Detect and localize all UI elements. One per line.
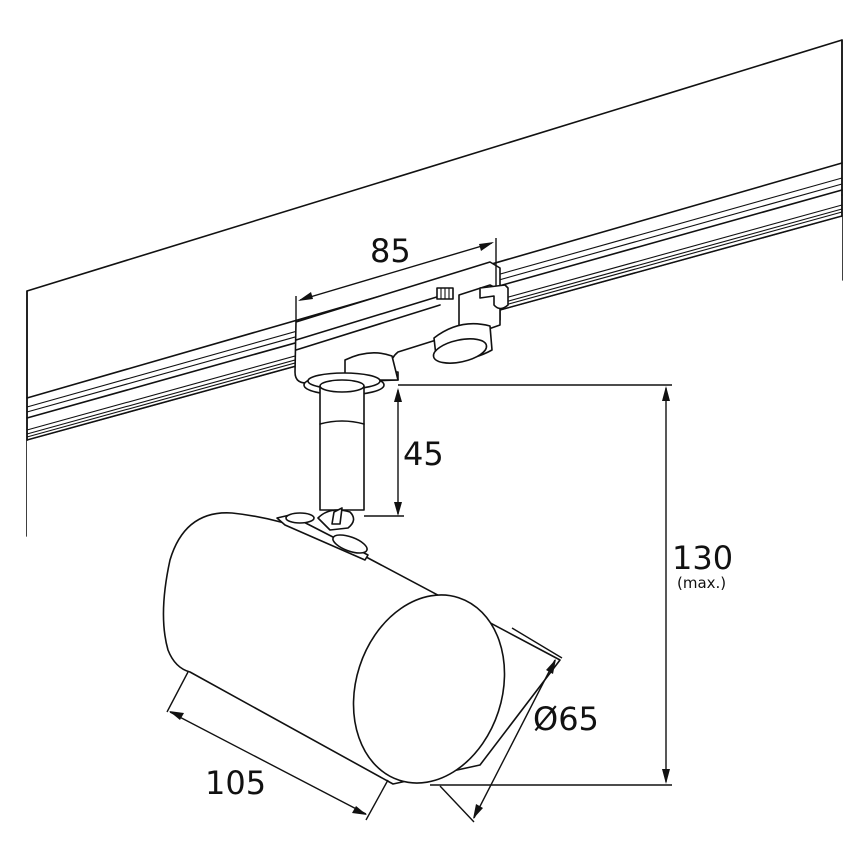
dimension-label-45: 45 — [403, 435, 444, 473]
stem — [319, 379, 365, 511]
dimension-label-130: 130 — [672, 539, 733, 577]
adapter-ribs — [436, 287, 454, 300]
dimension-total-height: 130 (max.) — [398, 384, 733, 786]
dimension-note-max: (max.) — [677, 574, 726, 592]
adapter-knob — [432, 322, 493, 364]
dimension-body-diameter: Ø65 — [439, 627, 599, 823]
dimension-body-length: 105 — [166, 671, 389, 821]
mount-bracket — [276, 507, 369, 561]
dimension-label-65: Ø65 — [533, 700, 599, 738]
dimension-label-105: 105 — [205, 764, 266, 802]
spotlight-body — [162, 507, 561, 785]
dimension-label-85: 85 — [370, 232, 411, 270]
dimension-stem-height: 45 — [364, 388, 444, 517]
dimension-adapter-length: 85 — [295, 232, 497, 322]
